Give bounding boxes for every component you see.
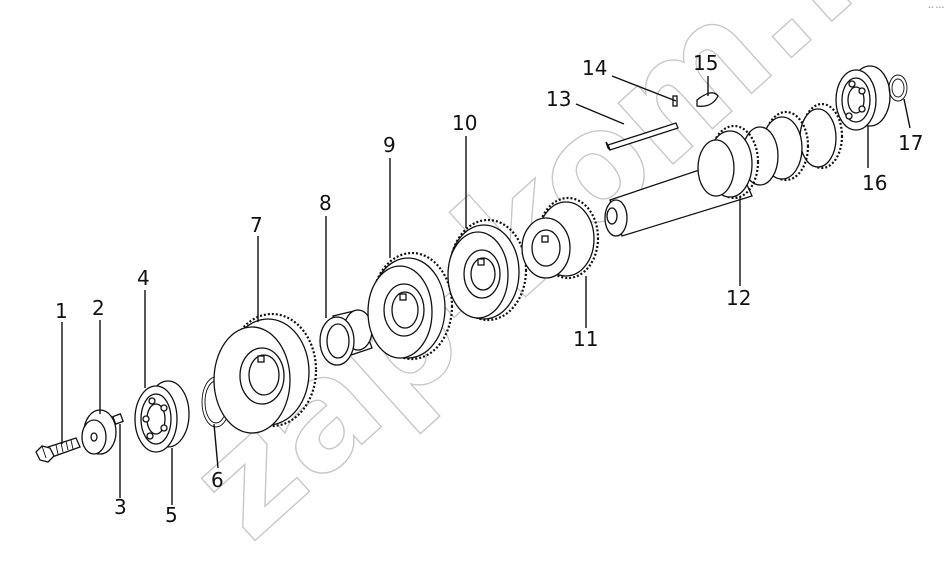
callout-labels: 1 2 3 4 5 6 7 8 9 10 11 12 13 14 15 16 1…	[55, 51, 923, 527]
part-3-pin	[112, 413, 124, 425]
part-11-small-gear	[521, 196, 600, 280]
callout-9: 9	[383, 133, 396, 157]
part-7-large-gear	[213, 312, 318, 434]
callout-12: 12	[726, 286, 751, 310]
part-4-bearing	[134, 380, 190, 453]
callout-13: 13	[546, 87, 571, 111]
part-9-gear	[367, 251, 454, 361]
part-1-bolt	[35, 437, 81, 463]
callout-17: 17	[898, 131, 923, 155]
part-10-gear	[447, 218, 528, 322]
part-16-bearing	[835, 65, 891, 131]
callout-5: 5	[165, 503, 178, 527]
part-2-end-cap	[81, 409, 117, 455]
callout-15: 15	[693, 51, 718, 75]
part-8-bushing	[319, 309, 373, 366]
callout-4: 4	[137, 266, 150, 290]
part-17-snap-ring	[888, 74, 908, 102]
corner-mark: •• ••••	[928, 5, 945, 11]
callout-11: 11	[573, 327, 598, 351]
part-15-woodruff-key	[696, 92, 719, 107]
callout-8: 8	[319, 191, 332, 215]
part-13-key-bar	[605, 122, 679, 151]
watermark: zap-kom.ru	[158, 0, 945, 566]
callout-7: 7	[250, 213, 263, 237]
callout-16: 16	[862, 171, 887, 195]
callout-14: 14	[582, 56, 607, 80]
callout-10: 10	[452, 111, 477, 135]
part-12-shaft	[604, 102, 844, 237]
callout-3: 3	[114, 495, 127, 519]
callout-2: 2	[92, 296, 105, 320]
callout-1: 1	[55, 299, 68, 323]
leader-lines	[61, 75, 911, 505]
callout-6: 6	[211, 468, 224, 492]
